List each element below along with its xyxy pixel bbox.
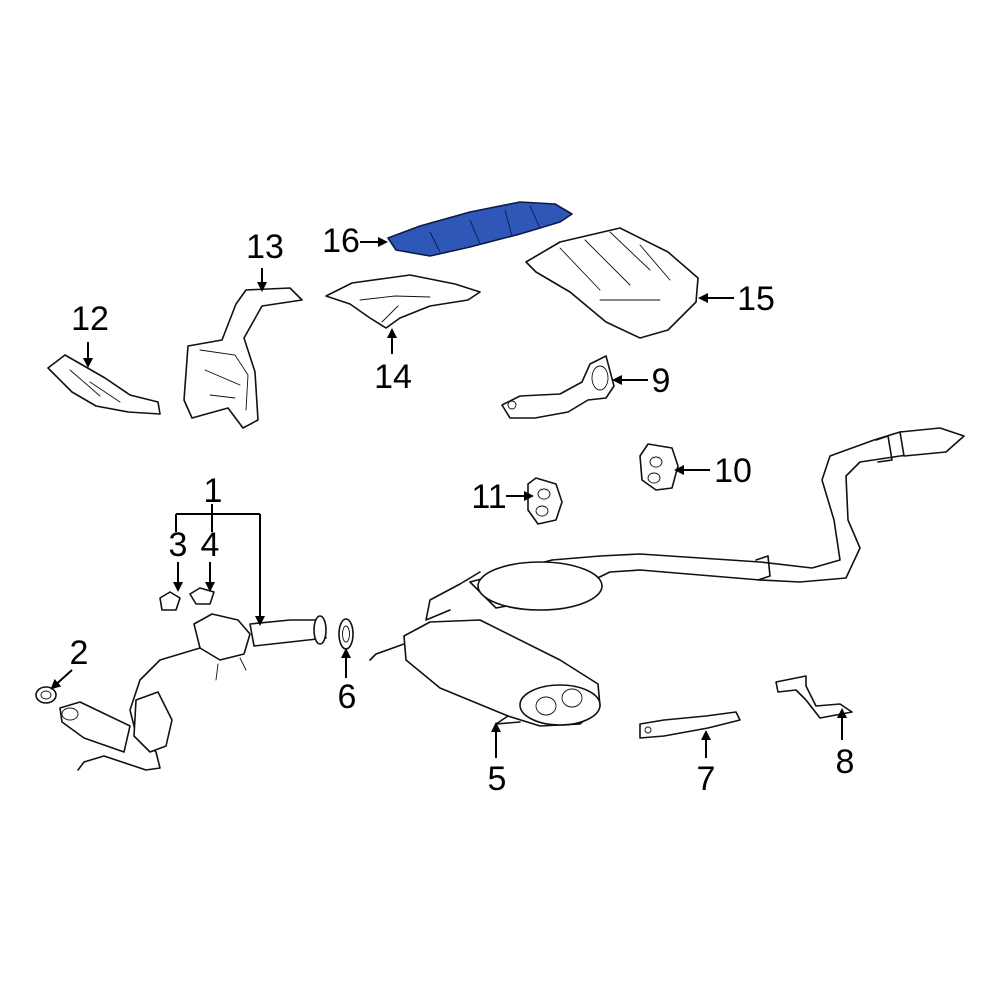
callout-5: 5: [488, 760, 507, 798]
part-7-bracket[interactable]: [639, 711, 741, 739]
callout-11: 11: [471, 478, 506, 516]
callout-4: 4: [201, 526, 220, 564]
callout-8: 8: [836, 743, 855, 781]
part-8-bracket[interactable]: [775, 675, 853, 719]
callout-13: 13: [246, 228, 284, 266]
tailpipe-assembly[interactable]: [425, 427, 965, 621]
part-5-muffler[interactable]: [369, 619, 601, 727]
callout-6: 6: [338, 678, 357, 716]
callout-labels: 1 2 3 4 5 6 7 8 9 10 11 12 13 14 15 16: [70, 222, 855, 798]
callout-3: 3: [169, 526, 188, 564]
callout-12: 12: [71, 300, 109, 338]
part-3-stud[interactable]: [159, 591, 181, 611]
part-15-heat-shield[interactable]: [525, 227, 699, 339]
part-10-rubber-hanger[interactable]: [639, 443, 679, 491]
part-9-hanger-bracket[interactable]: [501, 355, 615, 419]
part-12-heat-shield[interactable]: [47, 354, 161, 415]
callout-leaders: [50, 237, 847, 758]
callout-1: 1: [204, 472, 223, 510]
part-16-heat-shield-highlighted[interactable]: [387, 201, 573, 257]
callout-15: 15: [737, 280, 775, 318]
callout-16: 16: [322, 222, 360, 260]
part-11-rubber-hanger[interactable]: [527, 477, 563, 525]
part-14-front-heat-shield[interactable]: [325, 274, 481, 329]
part-2-gasket[interactable]: [35, 686, 57, 704]
part-13-manifold-heat-shield[interactable]: [183, 287, 303, 429]
callout-10: 10: [714, 452, 752, 490]
callout-2: 2: [70, 634, 89, 672]
part-6-gasket[interactable]: [338, 618, 354, 650]
callout-14: 14: [374, 358, 412, 396]
callout-9: 9: [652, 362, 671, 400]
part-4-bolt[interactable]: [189, 587, 215, 605]
callout-7: 7: [697, 760, 716, 798]
part-1-front-pipe-converter[interactable]: [59, 613, 327, 771]
